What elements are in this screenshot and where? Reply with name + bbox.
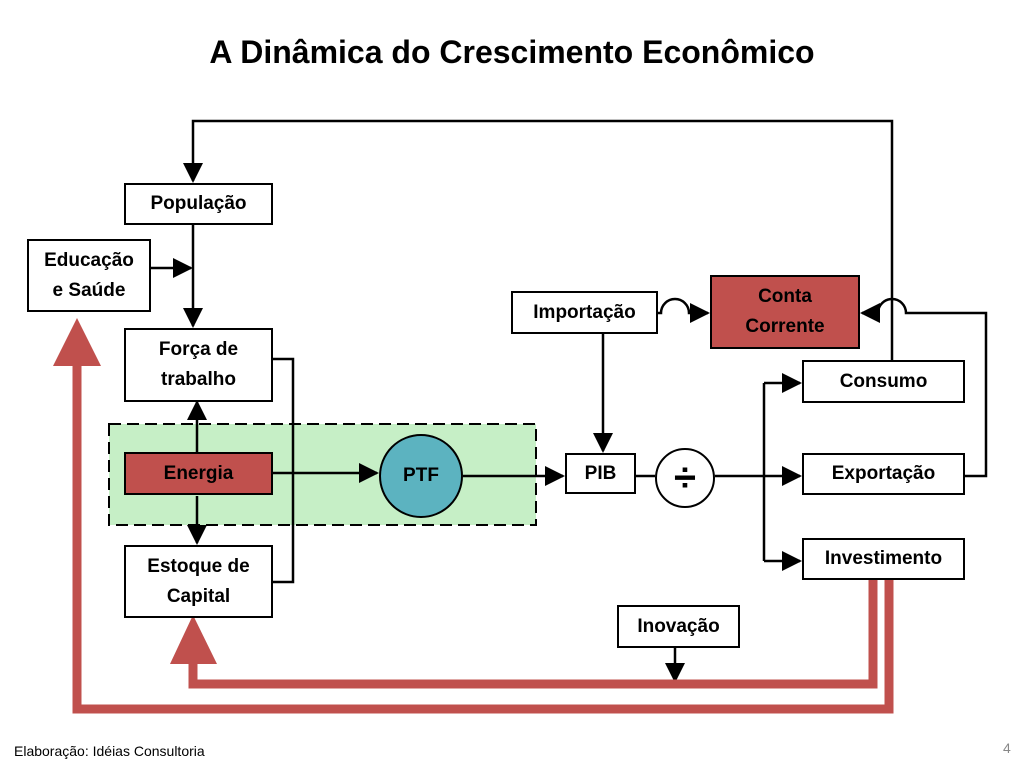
node-educacao-saude: Educação e Saúde xyxy=(27,239,151,312)
consumption-feedback-line xyxy=(183,119,894,360)
node-ptf: PTF xyxy=(379,434,463,518)
node-exportacao: Exportação xyxy=(802,453,965,495)
investment-feedback-outer xyxy=(72,362,894,714)
node-investimento: Investimento xyxy=(802,538,965,580)
node-inovacao: Inovação xyxy=(617,605,740,648)
node-importacao: Importação xyxy=(511,291,658,334)
arrow-importacao-conta xyxy=(658,297,710,323)
feedback-arrowhead-capital xyxy=(170,615,217,664)
page-number: 4 xyxy=(1003,740,1011,756)
investment-feedback-inner xyxy=(188,580,878,689)
node-pib: PIB xyxy=(565,453,636,494)
node-consumo: Consumo xyxy=(802,360,965,403)
divide-operator: ÷ xyxy=(655,448,715,508)
node-forca-de-trabalho: Força de trabalho xyxy=(124,328,273,402)
feedback-arrowhead-educacao xyxy=(53,318,101,366)
node-conta-corrente: Conta Corrente xyxy=(710,275,860,349)
footer-credit: Elaboração: Idéias Consultoria xyxy=(14,743,205,759)
node-populacao: População xyxy=(124,183,273,225)
node-estoque-de-capital: Estoque de Capital xyxy=(124,545,273,618)
arrow-exportacao-conta xyxy=(860,297,988,478)
inputs-bracket-line xyxy=(273,357,295,584)
node-energia: Energia xyxy=(124,452,273,495)
slide-title: A Dinâmica do Crescimento Econômico xyxy=(209,34,815,70)
